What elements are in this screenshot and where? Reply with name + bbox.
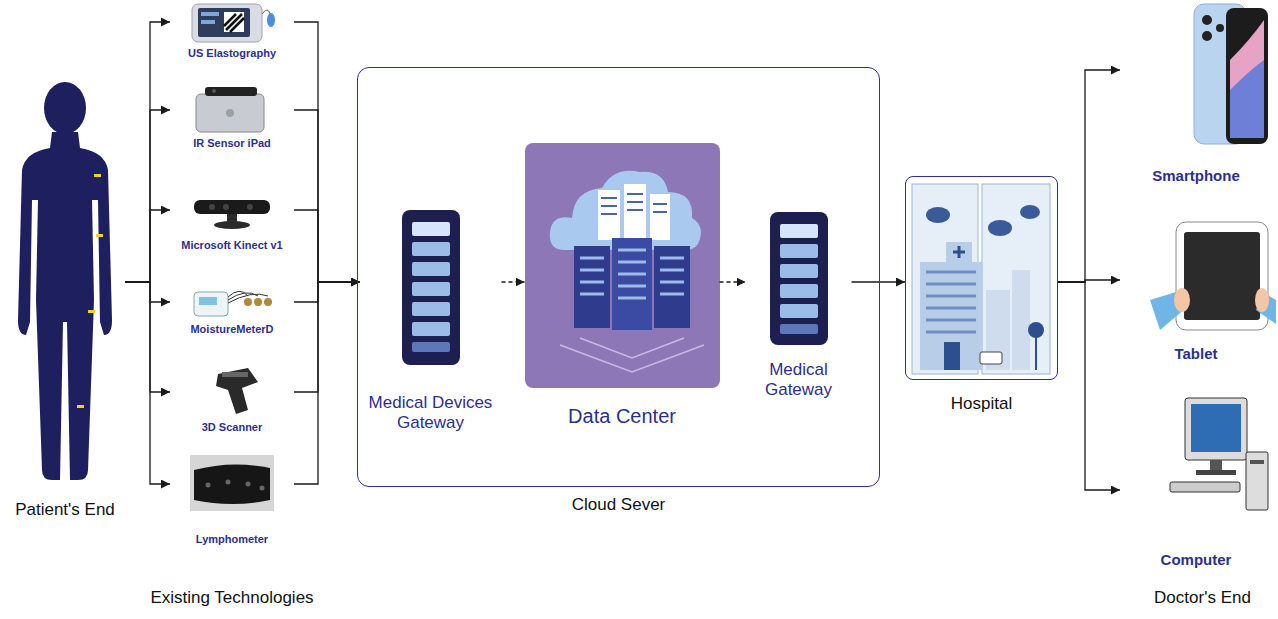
ipad-sensor [196,87,264,132]
node-label: MoistureMeterD [190,323,273,336]
moisture-meter [194,291,272,316]
client-device-node: Smartphone [1120,0,1272,184]
data-center-node: Data Center [525,143,720,428]
connector-arrow [294,282,360,392]
smartphone-illustration [1194,4,1268,144]
connector-arrow [294,282,360,302]
connector-arrow [294,22,360,282]
node-label: Smartphone [1152,167,1240,184]
cloud-server-box: Cloud SeverMedical Devices GatewayData C… [357,67,880,487]
node-label: Lymphometer [196,533,268,546]
ultrasound-device [192,4,275,42]
node-label: Patient's End [15,500,115,520]
connector-arrow [1058,70,1120,282]
connector-arrow [125,282,170,302]
connector-arrow [125,282,170,484]
label-holder: Doctor's End [1130,588,1275,608]
device-node: IR Sensor iPad [170,82,294,150]
connector-arrow [294,282,360,484]
node-label: IR Sensor iPad [193,137,271,150]
data-center-illustration [525,143,720,388]
node-label: Hospital [906,394,1057,414]
device-node: Microsoft Kinect v1 [170,192,294,252]
client-device-node: Computer [1120,390,1272,568]
connector-arrow [125,282,170,392]
node-label: Cloud Sever [358,495,879,515]
gateway-server-icon [770,212,828,345]
client-device-node: Tablet [1120,210,1272,362]
connector-arrow [294,210,360,282]
node-label: Computer [1161,551,1232,568]
connector-arrow [720,281,746,282]
connector-arrow [852,281,906,282]
device-node: MoistureMeterD [170,278,294,336]
node-label: Medical Gateway [746,360,852,399]
section-label: Existing Technologies [122,588,342,608]
section-label: Doctor's End [1130,588,1275,608]
node-label: Data Center [568,405,676,428]
device-node: 3D Scanner [170,362,294,434]
node-label: US Elastography [188,47,276,60]
connector-arrow [125,210,170,282]
label-holder: Existing Technologies [122,588,342,608]
node-label: Tablet [1174,345,1217,362]
gateway-node: Medical Gateway [746,210,852,400]
connector-arrow [1058,282,1120,490]
connector-arrow [125,22,170,282]
device-node: US Elastography [170,0,294,60]
lymphometer-band [190,455,274,511]
patient-figure [18,82,112,480]
connector-arrow [294,110,360,282]
tablet-illustration [1150,222,1276,330]
hospital-illustration [912,184,1050,374]
node-label: Microsoft Kinect v1 [181,239,282,252]
gateway-server-icon [402,210,460,365]
connector-arrow [502,281,525,282]
device-node: Lymphometer [170,450,294,546]
3d-scanner [216,368,258,414]
computer-illustration [1170,398,1268,510]
connector-arrow [125,110,170,282]
gateway-node: Medical Devices Gateway [360,205,502,433]
kinect-sensor [194,200,270,229]
node-label: Medical Devices Gateway [360,393,502,432]
node-label: 3D Scanner [202,421,263,434]
hospital-box: Hospital [905,176,1058,380]
patient-node: Patient's End [5,80,125,520]
